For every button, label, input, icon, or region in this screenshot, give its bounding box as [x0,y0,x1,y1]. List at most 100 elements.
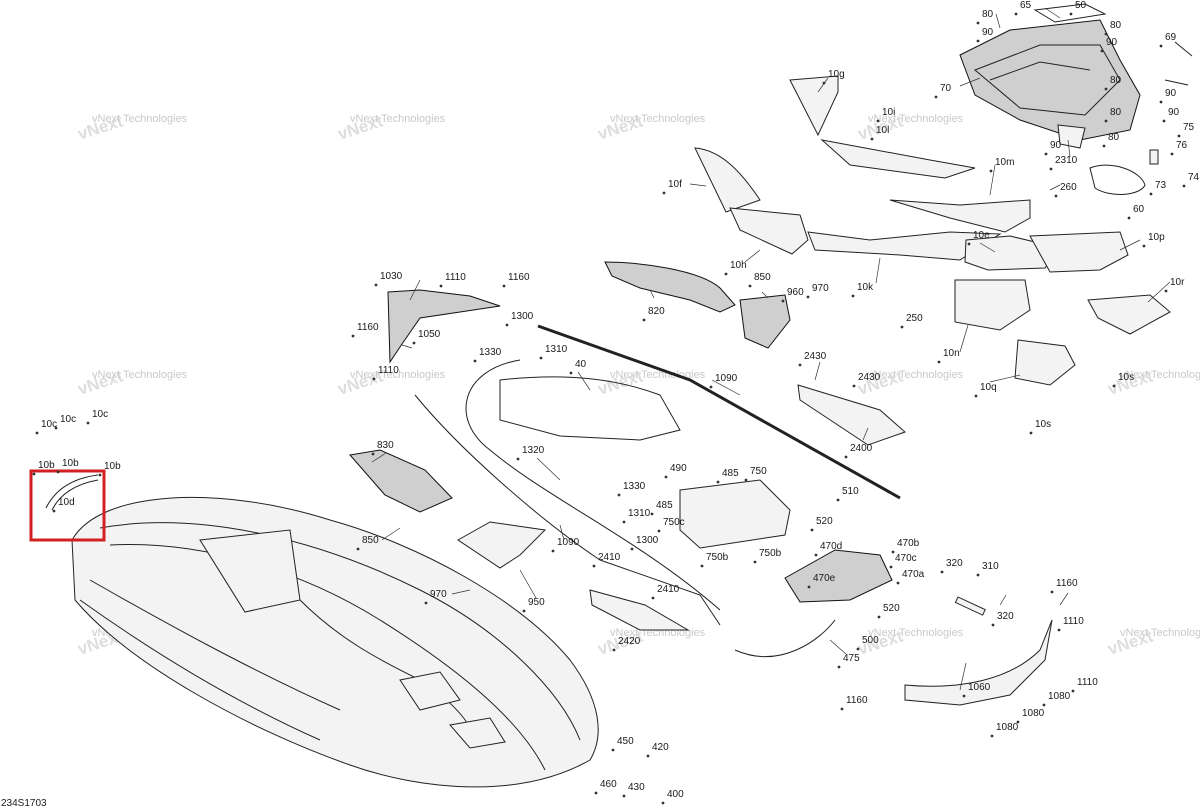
fastener-mark [32,472,36,476]
callout-label: 1330 [479,347,502,358]
fastener-mark [1170,152,1174,156]
callout-label: 450 [617,736,634,747]
fastener-mark [661,801,665,805]
fastener-mark [1069,12,1073,16]
fastener-mark [976,21,980,25]
callout-label: 10s [1118,372,1134,383]
fastener-mark [967,242,971,246]
fastener-mark [1057,628,1061,632]
callout-label: 1110 [445,272,466,283]
fastener-mark [1044,152,1048,156]
fastener-mark [781,299,785,303]
fastener-mark [424,601,428,605]
fastener-mark [1042,703,1046,707]
callout-label: 80 [1110,75,1122,86]
callout-label: 1300 [636,535,659,546]
fastener-mark [844,455,848,459]
watermark: vNext Technologies [92,113,188,125]
watermark: vNext Technologies [1120,627,1200,639]
callout-label: 10m [995,157,1014,168]
callout-label: 850 [362,535,379,546]
fastener-mark [807,585,811,589]
fastener-mark [753,560,757,564]
callout-label: 2420 [618,636,641,647]
fastener-mark [473,359,477,363]
fastener-mark [989,169,993,173]
fastener-mark [622,794,626,798]
callout-label: 74 [1188,172,1200,183]
callout-label: 10f [668,179,682,190]
fastener-mark [724,272,728,276]
callout-label: 320 [997,611,1014,622]
highlight-box [29,469,106,542]
callout-label: 10k [857,282,874,293]
fastener-mark [662,191,666,195]
callout-label: 485 [722,468,739,479]
fastener-mark [539,356,543,360]
callout-label: 950 [528,597,545,608]
callout-label: 10h [730,260,747,271]
callout-label: 90 [1050,140,1062,151]
fastener-mark [1029,431,1033,435]
callout-label: 1050 [418,329,441,340]
callout-label: 520 [883,603,900,614]
fastener-mark [870,137,874,141]
hull [71,496,599,788]
callout-label: 73 [1155,180,1167,191]
fastener-mark [836,498,840,502]
callout-label: 470d [820,541,842,552]
callout-label: 1110 [1077,677,1098,688]
fastener-mark [372,377,376,381]
watermark: vNext Technologies [610,113,706,125]
fastener-mark [650,512,654,516]
callout-label: 260 [1060,182,1077,193]
fastener-mark [748,284,752,288]
fastener-mark [630,547,634,551]
fastener-mark [1049,167,1053,171]
callout-label: 2400 [850,443,873,454]
fastener-mark [934,95,938,99]
callout-label: 2410 [598,552,621,563]
watermark: vNext Technologies [868,113,964,125]
callout-label: 10l [876,125,889,136]
leader-lines [371,7,1171,691]
callout-label: 1090 [715,373,738,384]
fastener-mark [937,360,941,364]
fastener-mark [664,475,668,479]
fastener-mark [876,119,880,123]
callout-label: 10i [882,107,895,118]
fastener-mark [356,547,360,551]
callout-label: 420 [652,742,669,753]
fastener-mark [522,609,526,613]
fastener-mark [594,791,598,795]
callout-label: 750 [750,466,767,477]
callout-label: 1110 [1063,616,1084,627]
callout-label: 10q [980,382,997,393]
watermark: vNext Technologies [1120,369,1200,381]
callout-label: 320 [946,558,963,569]
fastener-mark [852,384,856,388]
fastener-mark [1164,289,1168,293]
fastener-mark [54,426,58,430]
fastener-mark [1016,720,1020,724]
callout-label: 80 [1110,107,1122,118]
fastener-mark [56,470,60,474]
callout-label: 1330 [623,481,646,492]
fastener-mark [646,754,650,758]
callout-label: 1160 [1056,578,1078,589]
callout-label: 820 [648,306,665,317]
callout-label: 10p [1148,232,1165,243]
fastener-mark [1149,192,1153,196]
callout-label: 1320 [522,445,545,456]
fastener-mark [374,283,378,287]
callout-label: 520 [816,516,833,527]
fastener-mark [810,528,814,532]
fastener-mark [851,294,855,298]
callout-label: 1060 [968,682,991,693]
callout-label: 470b [897,538,920,549]
fastener-mark [900,325,904,329]
fastener-mark [716,480,720,484]
fastener-mark [1104,32,1108,36]
fastener-mark [1112,384,1116,388]
callout-label: 80 [1110,20,1122,31]
